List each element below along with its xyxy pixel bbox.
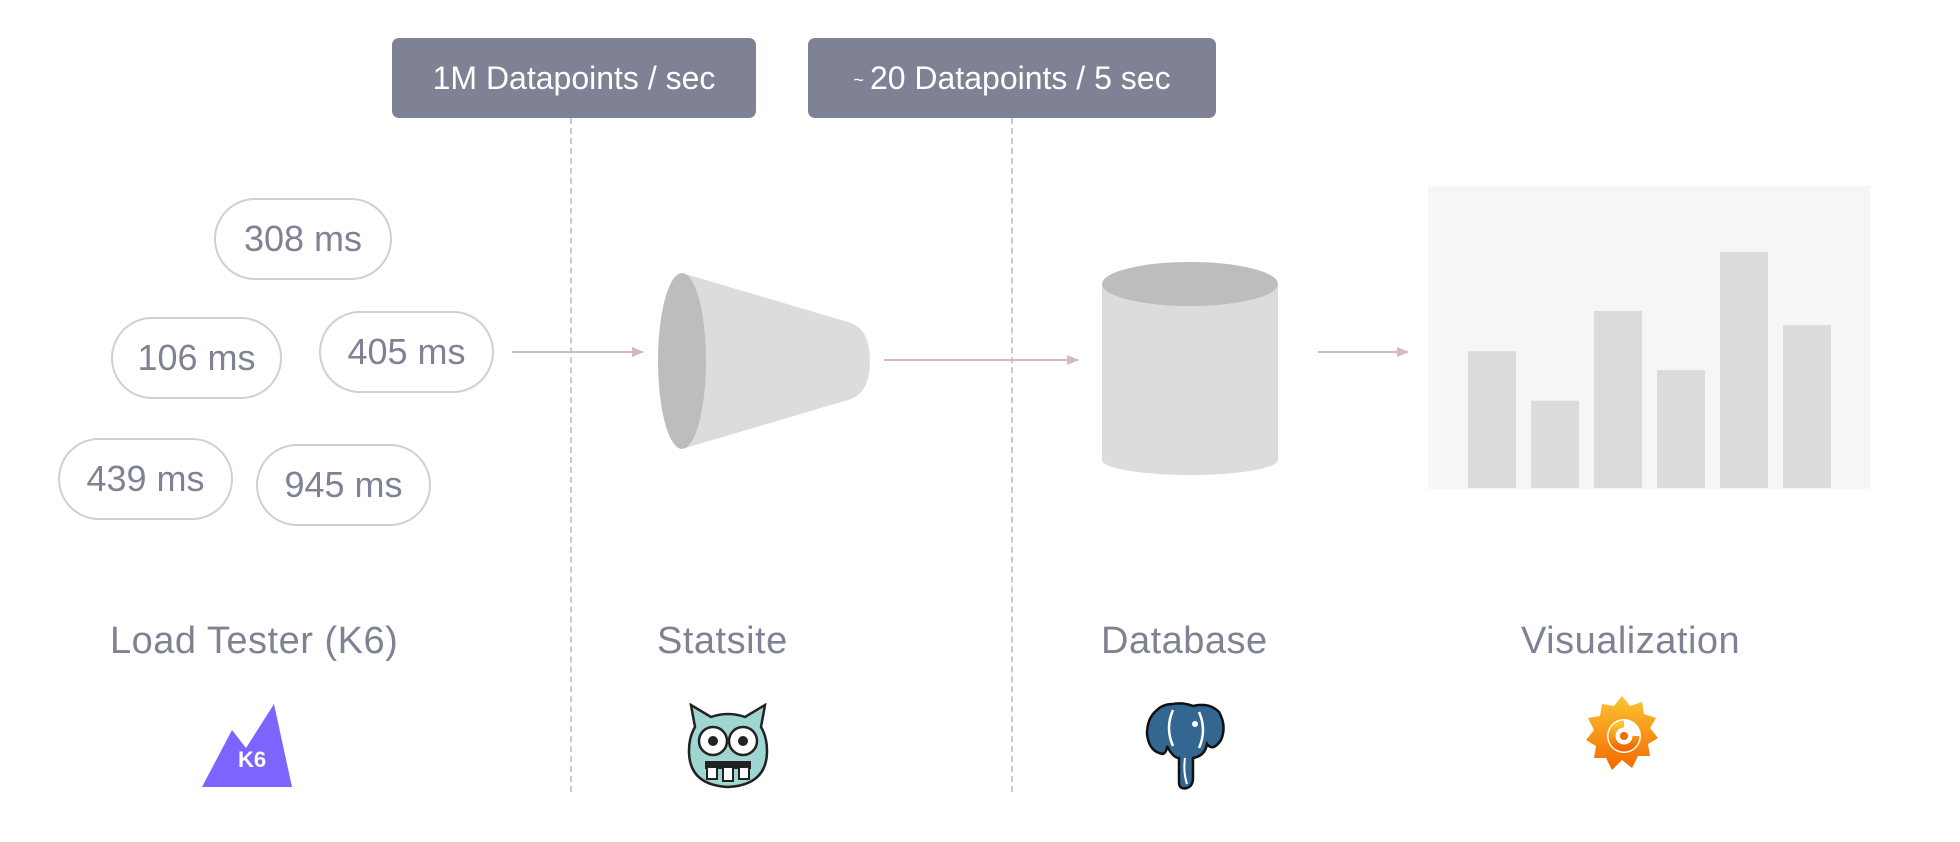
latency-value: 945 ms	[284, 464, 403, 505]
latency-pill: 945 ms	[256, 444, 431, 526]
latency-value: 439 ms	[86, 458, 205, 499]
chart-bar	[1720, 252, 1768, 488]
funnel-shape	[658, 273, 870, 449]
chart-bar	[1657, 370, 1705, 488]
chart-bar	[1594, 311, 1642, 488]
grafana-logo-icon	[1586, 696, 1658, 770]
database-cylinder	[1102, 262, 1278, 475]
stage-label-load-tester: Load Tester (K6)	[110, 620, 399, 662]
latency-pill: 308 ms	[214, 198, 392, 280]
divider-load-statsite	[570, 118, 572, 792]
rate-box-statsite-to-database: ~ 20 Datapoints / 5 sec	[808, 38, 1216, 118]
chart-bars	[1468, 252, 1831, 488]
rate-text-1m: 1M Datapoints / sec	[432, 59, 716, 96]
latency-pill: 106 ms	[111, 317, 282, 399]
divider-statsite-database	[1011, 118, 1013, 792]
rate-box-load-to-statsite: 1M Datapoints / sec	[392, 38, 756, 118]
latency-value: 106 ms	[137, 337, 256, 378]
stage-label-database: Database	[1101, 620, 1268, 662]
latency-pill: 405 ms	[319, 311, 494, 393]
chart-bar	[1531, 400, 1579, 488]
rate-tilde: ~	[853, 69, 864, 90]
visualization-chart	[1428, 186, 1870, 489]
latency-value: 405 ms	[347, 331, 466, 372]
k6-logo-icon: K6	[202, 704, 292, 787]
chart-bar	[1468, 351, 1516, 488]
chart-bar	[1783, 325, 1831, 488]
postgresql-elephant-icon	[1145, 702, 1225, 790]
stage-label-statsite: Statsite	[657, 620, 788, 662]
statsite-owl-icon	[687, 703, 769, 789]
k6-logo-text: K6	[238, 747, 266, 772]
rate-text-20: 20 Datapoints / 5 sec	[869, 59, 1171, 96]
latency-value: 308 ms	[243, 218, 363, 259]
latency-pill: 439 ms	[58, 438, 233, 520]
stage-label-visualization: Visualization	[1521, 620, 1741, 662]
